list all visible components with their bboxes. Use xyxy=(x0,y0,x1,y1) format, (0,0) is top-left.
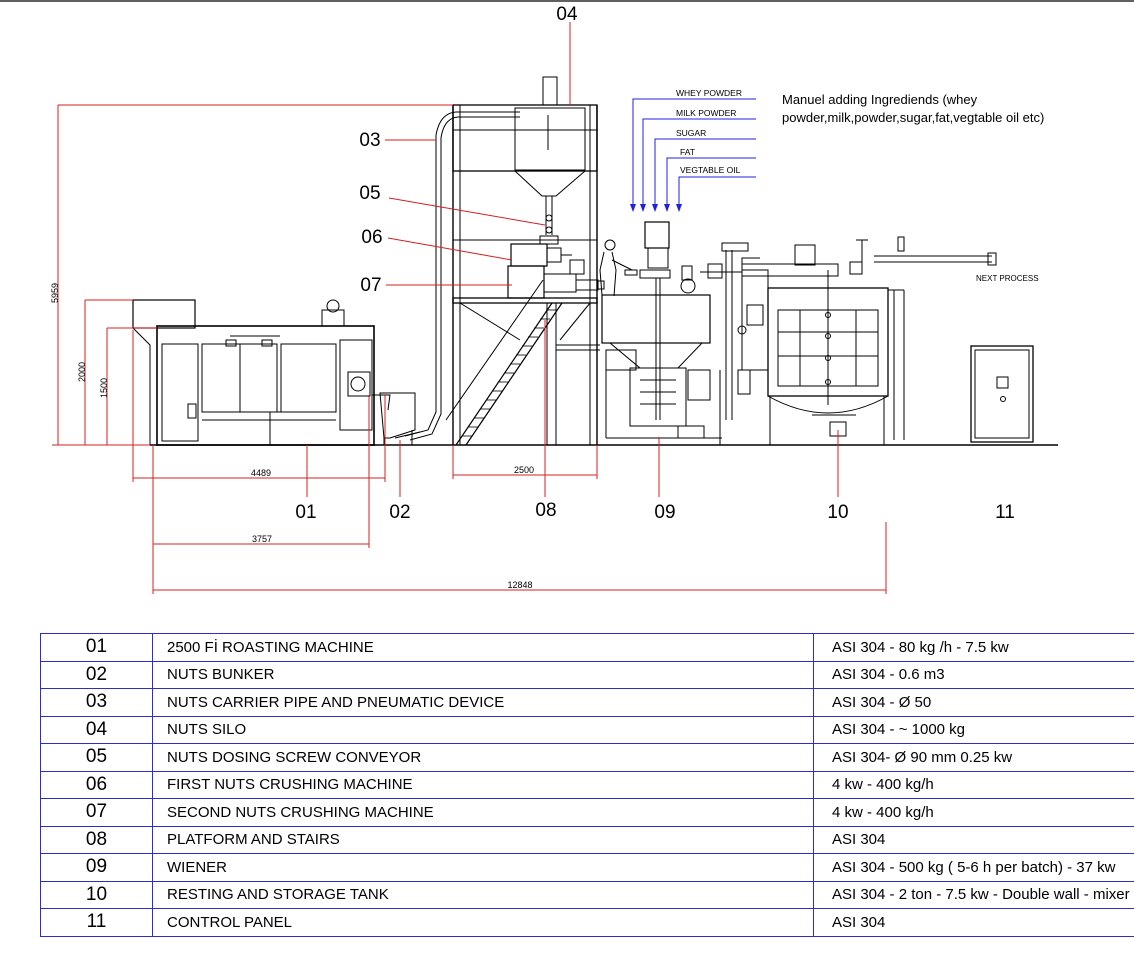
ingredient-label: FAT xyxy=(680,147,695,157)
callout-10: 10 xyxy=(827,502,848,523)
item-spec: 4 kw - 400 kg/h xyxy=(813,798,1134,827)
dim-2000: 2000 xyxy=(77,362,87,382)
ingredient-label: VEGTABLE OIL xyxy=(680,165,741,175)
callout-06: 06 xyxy=(361,227,382,248)
item-number: 08 xyxy=(40,825,153,854)
callout-lines xyxy=(52,22,887,594)
item-name: PLATFORM AND STAIRS xyxy=(152,825,814,854)
next-process-label: NEXT PROCESS xyxy=(976,274,1039,283)
callout-03: 03 xyxy=(359,130,380,151)
item-spec: ASI 304 - Ø 50 xyxy=(813,688,1134,717)
item-spec: ASI 304 xyxy=(813,825,1134,854)
item-name: WIENER xyxy=(152,853,814,882)
plant-layout-drawing: 04 03 05 06 07 01 02 08 09 10 11 WHEY PO… xyxy=(0,0,1134,594)
control-panel xyxy=(970,345,1034,443)
dim-4489: 4489 xyxy=(251,468,271,478)
operator-figure xyxy=(599,239,638,297)
dim-2500: 2500 xyxy=(514,465,534,475)
wiener-machine xyxy=(601,221,760,445)
storage-tank xyxy=(741,236,997,445)
item-name: 2500 Fİ ROASTING MACHINE xyxy=(152,633,814,662)
item-name: NUTS SILO xyxy=(152,715,814,744)
item-spec: ASI 304 - 500 kg ( 5-6 h per batch) - 37… xyxy=(813,853,1134,882)
item-number: 05 xyxy=(40,743,153,772)
ingredient-label: MILK POWDER xyxy=(676,108,736,118)
ingredient-arrows xyxy=(630,98,756,212)
item-spec: 4 kw - 400 kg/h xyxy=(813,770,1134,799)
item-name: FIRST NUTS CRUSHING MACHINE xyxy=(152,770,814,799)
callout-02: 02 xyxy=(389,502,410,523)
ingredient-label: SUGAR xyxy=(676,128,706,138)
callout-09: 09 xyxy=(654,502,675,523)
callout-05: 05 xyxy=(359,183,380,204)
item-name: CONTROL PANEL xyxy=(152,908,814,937)
callout-04: 04 xyxy=(556,4,578,25)
dim-1500: 1500 xyxy=(99,378,109,398)
item-number: 01 xyxy=(40,633,153,662)
item-number: 09 xyxy=(40,853,153,882)
callout-01: 01 xyxy=(295,502,316,523)
manual-note-line-1: Manuel adding Ingrediends (whey xyxy=(782,92,978,107)
item-spec: ASI 304 - ~ 1000 kg xyxy=(813,715,1134,744)
item-name: NUTS BUNKER xyxy=(152,660,814,689)
item-spec: ASI 304 - 80 kg /h - 7.5 kw xyxy=(813,633,1134,662)
item-number: 04 xyxy=(40,715,153,744)
item-name: NUTS DOSING SCREW CONVEYOR xyxy=(152,743,814,772)
nuts-bunker xyxy=(379,392,421,445)
callout-11: 11 xyxy=(995,502,1015,523)
item-number: 02 xyxy=(40,660,153,689)
ingredient-label: WHEY POWDER xyxy=(676,88,742,98)
crushing-machines xyxy=(507,235,605,299)
item-name: NUTS CARRIER PIPE AND PNEUMATIC DEVICE xyxy=(152,688,814,717)
item-name: RESTING AND STORAGE TANK xyxy=(152,880,814,909)
item-spec: ASI 304 - 0.6 m3 xyxy=(813,660,1134,689)
dim-5959: 5959 xyxy=(50,283,60,303)
callout-07: 07 xyxy=(360,275,381,296)
item-spec: ASI 304- Ø 90 mm 0.25 kw xyxy=(813,743,1134,772)
item-spec: ASI 304 xyxy=(813,908,1134,937)
silo-and-platform xyxy=(445,76,600,446)
item-number: 03 xyxy=(40,688,153,717)
item-number: 11 xyxy=(40,908,153,937)
item-name: SECOND NUTS CRUSHING MACHINE xyxy=(152,798,814,827)
item-number: 07 xyxy=(40,798,153,827)
item-spec: ASI 304 - 2 ton - 7.5 kw - Double wall -… xyxy=(813,880,1134,909)
manual-note-line-2: powder,milk,powder,sugar,fat,vegtable oi… xyxy=(782,110,1044,125)
item-number: 06 xyxy=(40,770,153,799)
roasting-machine xyxy=(132,299,391,446)
callout-08: 08 xyxy=(535,500,556,521)
item-number: 10 xyxy=(40,880,153,909)
carrier-pipe xyxy=(404,111,520,441)
dim-12848: 12848 xyxy=(507,580,532,590)
dim-3757: 3757 xyxy=(252,534,272,544)
